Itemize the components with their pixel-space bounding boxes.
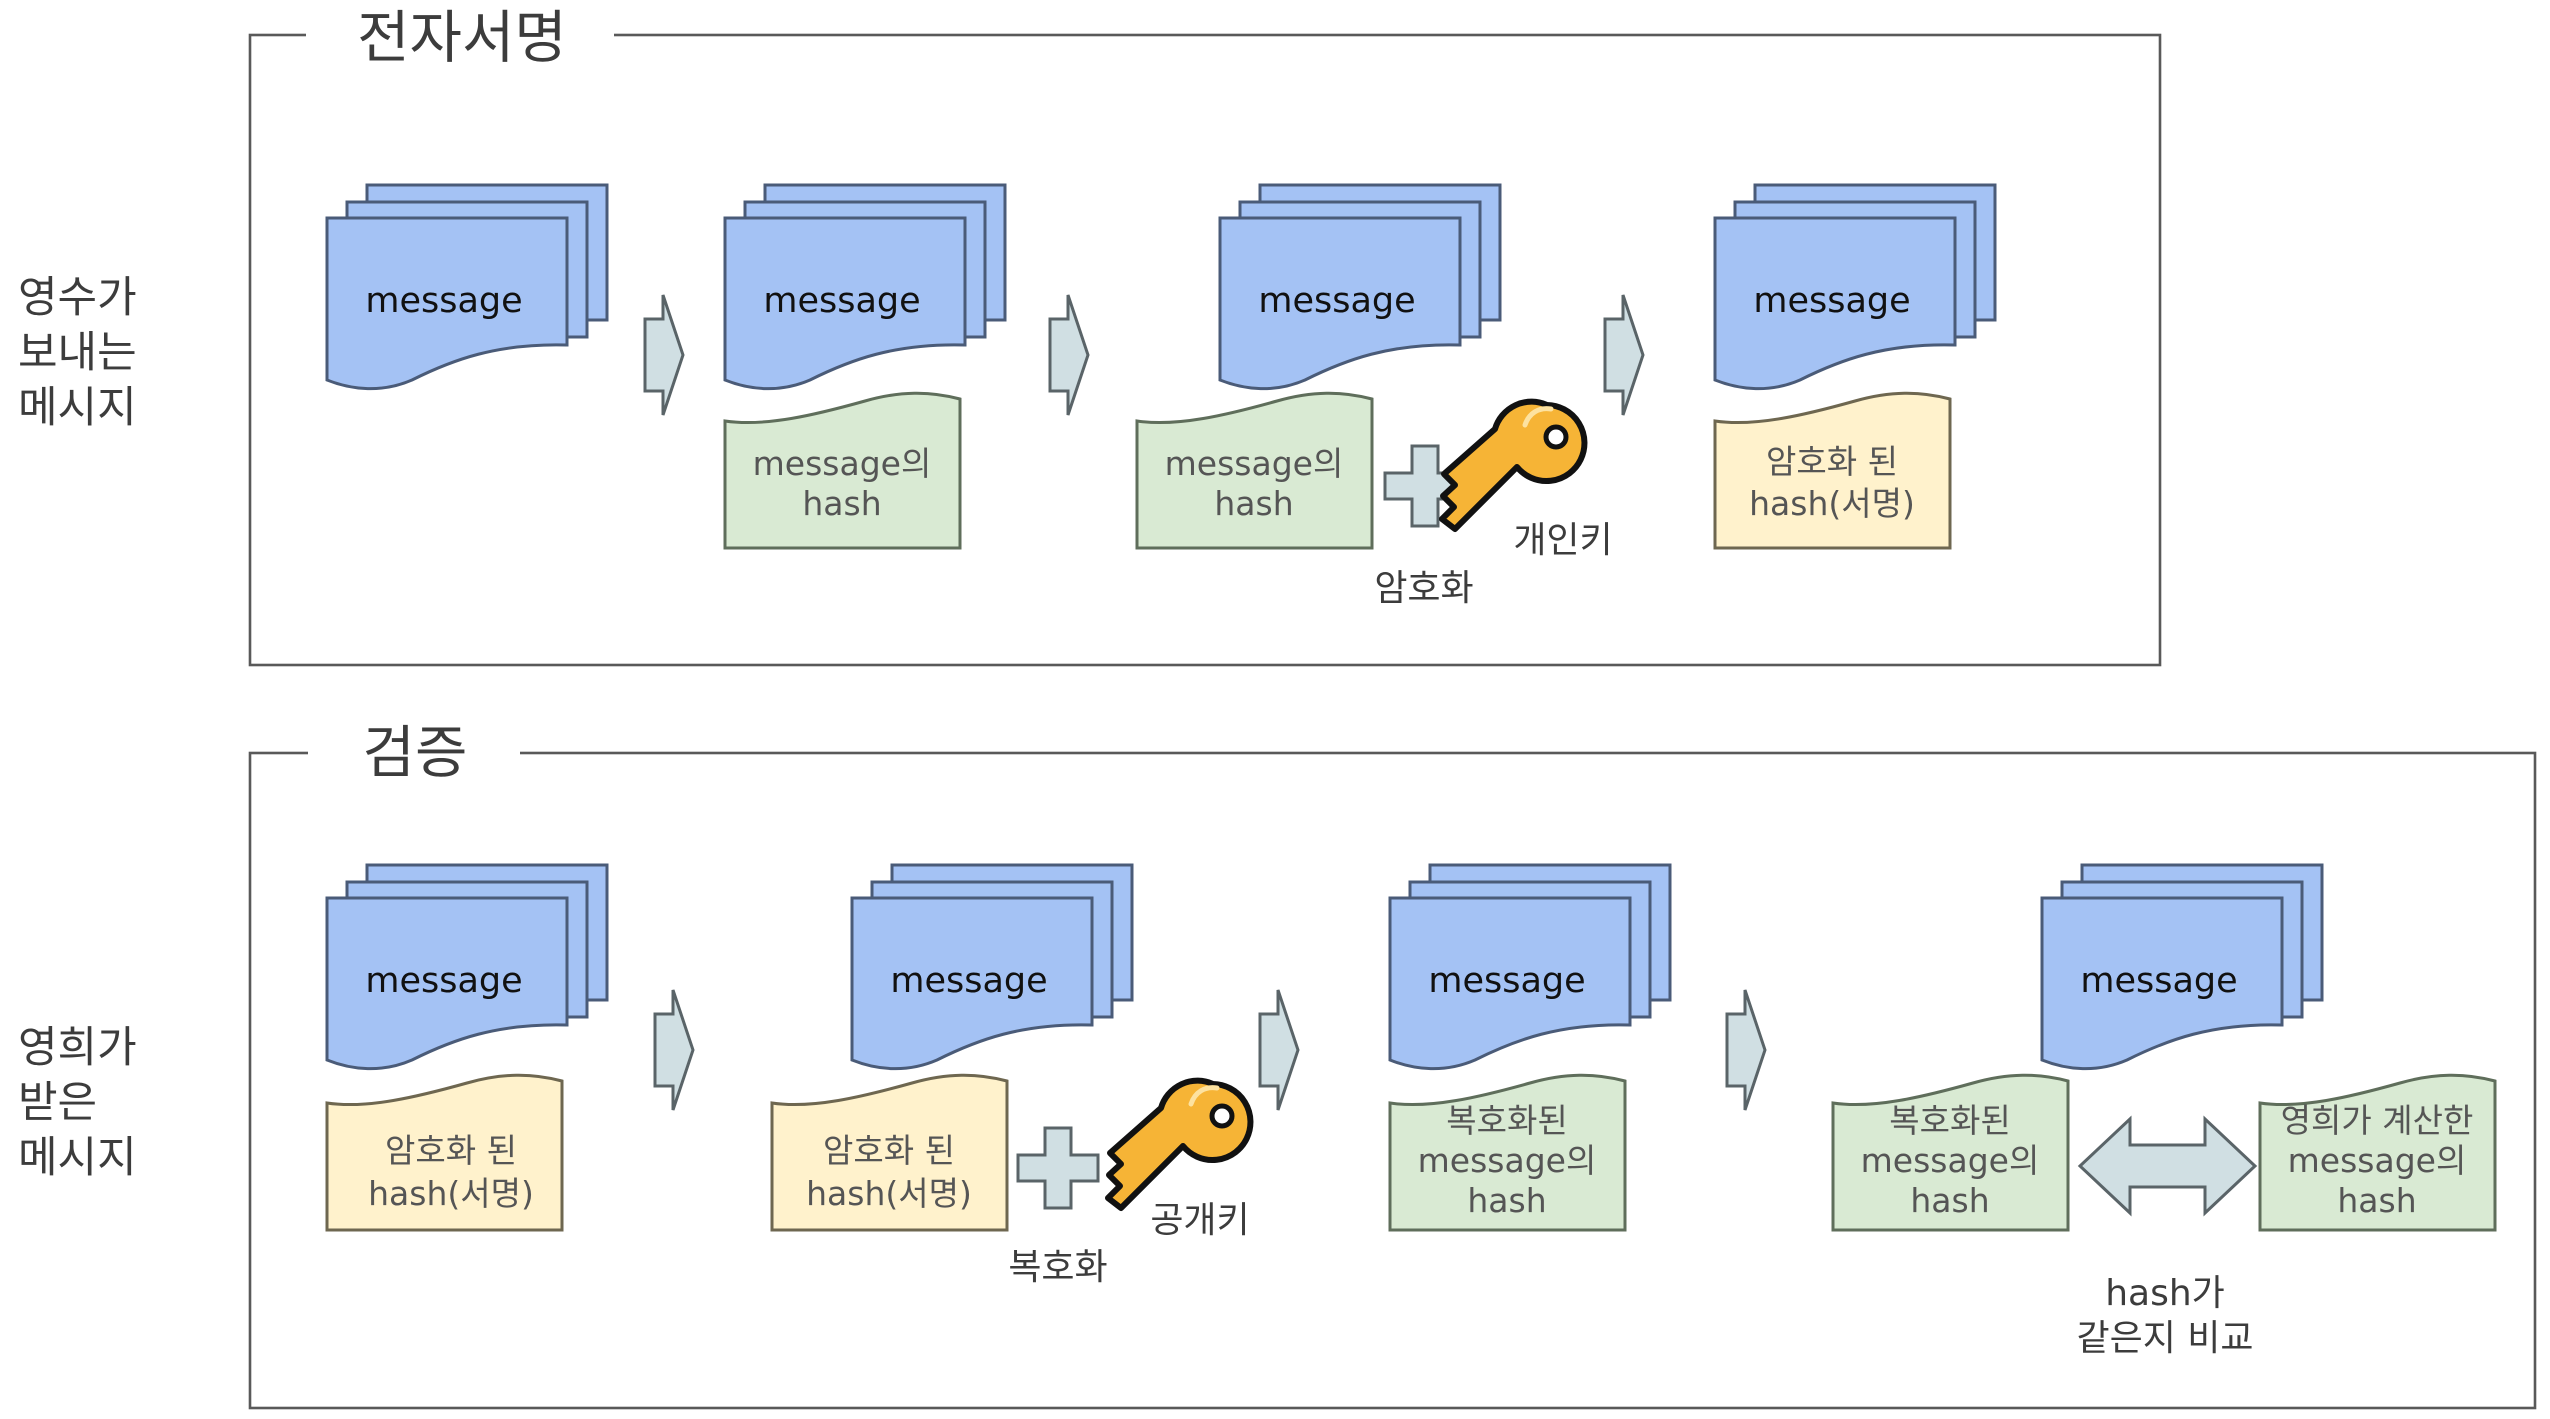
- computed-hash-label-line-2: message의: [2288, 1141, 2467, 1180]
- message-hash-document: message의 hash: [723, 391, 962, 550]
- signed-hash-document: 암호화 된 hash(서명): [325, 1073, 564, 1232]
- hash-label-line-1: message의: [753, 444, 932, 483]
- signature-side-label-line-1: 영수가: [18, 273, 137, 323]
- public-key-label: 공개키: [1150, 1200, 1249, 1241]
- signature-side-label: 영수가 보내는 메시지: [18, 273, 137, 433]
- decrypted-hash-document: 복호화된 message의 hash: [1831, 1073, 2070, 1232]
- received-message-stack-2: message: [850, 863, 1134, 1071]
- received-message-stack-4: message: [2040, 863, 2324, 1071]
- compare-caption-line-2: 같은지 비교: [2076, 1318, 2253, 1359]
- message-document-stack-1: message: [325, 183, 609, 391]
- right-arrow-icon: [643, 293, 685, 417]
- signed-hash-label-line-2: hash(서명): [368, 1174, 534, 1213]
- verification-side-label-line-3: 메시지: [18, 1133, 137, 1183]
- hash-label-line-1: message의: [1165, 444, 1344, 483]
- signature-section: 전자서명 영수가 보내는 메시지 message message message…: [18, 0, 2162, 667]
- signed-hash-label-line-2: hash(서명): [806, 1174, 972, 1213]
- verification-side-label-line-1: 영희가: [18, 1023, 137, 1073]
- decrypted-hash-label-line-3: hash: [1910, 1181, 1989, 1220]
- message-hash-document: message의 hash: [1135, 391, 1374, 550]
- right-arrow-icon: [653, 988, 695, 1112]
- signed-hash-label-line-2: hash(서명): [1749, 484, 1915, 523]
- signature-title: 전자서명: [357, 5, 567, 71]
- computed-hash-document: 영희가 계산한 message의 hash: [2258, 1073, 2497, 1232]
- hash-label-line-2: hash: [802, 484, 881, 523]
- computed-hash-label-line-3: hash: [2337, 1181, 2416, 1220]
- message-document-stack-2: message: [723, 183, 1007, 391]
- decrypted-hash-label-line-2: message의: [1418, 1141, 1597, 1180]
- decrypted-hash-label-line-2: message의: [1861, 1141, 2040, 1180]
- key-icon: [1108, 1081, 1250, 1208]
- right-arrow-icon: [1048, 293, 1090, 417]
- signature-side-label-line-2: 보내는: [18, 328, 137, 378]
- compare-caption: hash가 같은지 비교: [2076, 1273, 2253, 1359]
- key-icon: [1442, 402, 1584, 529]
- message-label: message: [365, 281, 522, 321]
- verification-side-label: 영희가 받은 메시지: [18, 1023, 137, 1183]
- right-arrow-icon: [1603, 293, 1645, 417]
- verification-frame: [248, 751, 2537, 1410]
- message-label: message: [2080, 961, 2237, 1001]
- message-document-stack-4: message: [1713, 183, 1997, 391]
- decrypt-operation-label: 복호화: [1008, 1247, 1107, 1288]
- message-label: message: [890, 961, 1047, 1001]
- verification-title: 검증: [363, 720, 468, 786]
- message-label: message: [1428, 961, 1585, 1001]
- compare-caption-line-1: hash가: [2105, 1273, 2225, 1314]
- signed-hash-label-line-1: 암호화 된: [823, 1131, 955, 1170]
- decrypted-hash-label-line-3: hash: [1467, 1181, 1546, 1220]
- decrypted-hash-label-line-1: 복호화된: [1446, 1101, 1567, 1140]
- signed-hash-label-line-1: 암호화 된: [385, 1131, 517, 1170]
- right-arrow-icon: [1725, 988, 1767, 1112]
- received-message-stack-3: message: [1388, 863, 1672, 1071]
- hash-label-line-2: hash: [1214, 484, 1293, 523]
- right-arrow-icon: [1258, 988, 1300, 1112]
- signed-hash-document: 암호화 된 hash(서명): [770, 1073, 1009, 1232]
- message-label: message: [1753, 281, 1910, 321]
- received-message-stack-1: message: [325, 863, 609, 1071]
- plus-icon: [1016, 1126, 1100, 1210]
- signature-frame: [248, 33, 2162, 667]
- encrypt-operation-label: 암호화: [1374, 568, 1473, 609]
- message-label: message: [365, 961, 522, 1001]
- double-arrow-icon: [2077, 1115, 2258, 1217]
- signature-side-label-line-3: 메시지: [18, 383, 137, 433]
- verification-section: 검증 영희가 받은 메시지 message message message me…: [18, 715, 2537, 1410]
- signed-hash-document: 암호화 된 hash(서명): [1713, 391, 1952, 550]
- verification-side-label-line-2: 받은: [18, 1078, 97, 1128]
- message-label: message: [763, 281, 920, 321]
- computed-hash-label-line-1: 영희가 계산한: [2281, 1101, 2474, 1140]
- signed-hash-label-line-1: 암호화 된: [1766, 442, 1898, 481]
- message-label: message: [1258, 281, 1415, 321]
- private-key-label: 개인키: [1513, 520, 1612, 561]
- message-document-stack-3: message: [1218, 183, 1502, 391]
- decrypted-hash-document: 복호화된 message의 hash: [1388, 1073, 1627, 1232]
- decrypted-hash-label-line-1: 복호화된: [1889, 1101, 2010, 1140]
